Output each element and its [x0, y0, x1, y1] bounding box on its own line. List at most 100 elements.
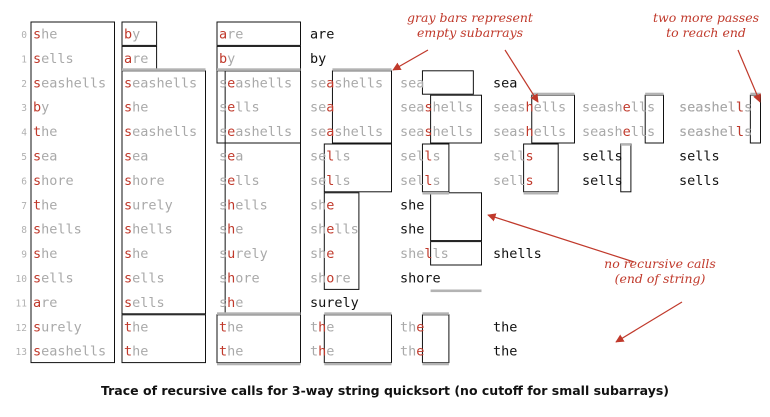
- trace-string: by: [124, 27, 140, 43]
- annotation-arrow: [392, 49, 429, 71]
- trace-string: she: [124, 246, 148, 262]
- trace-string: seashells: [33, 75, 106, 91]
- empty-subarray-bar: [422, 191, 449, 195]
- trace-string: shells: [219, 197, 268, 213]
- trace-string: shore: [400, 271, 441, 287]
- row-index: 2: [21, 79, 27, 90]
- subarray-box: [430, 94, 483, 144]
- row-index: 11: [16, 298, 28, 309]
- trace-string: seashells: [679, 100, 752, 116]
- trace-string: seashells: [219, 75, 292, 91]
- empty-subarray-bar: [620, 143, 631, 146]
- trace-string: the: [493, 344, 517, 360]
- trace-string: the: [219, 344, 243, 360]
- trace-string: are: [310, 27, 334, 43]
- subarray-box: [323, 143, 392, 193]
- subarray-boxes: [30, 21, 761, 364]
- trace-string: seashells: [679, 100, 752, 116]
- subarray-box: [121, 21, 158, 46]
- trace-string: seashells: [400, 100, 473, 116]
- empty-subarray-bar: [430, 289, 482, 293]
- trace-string: seashells: [582, 100, 655, 116]
- trace-string: sells: [582, 173, 623, 189]
- subarray-box: [121, 314, 206, 364]
- trace-string: sells: [400, 149, 441, 165]
- trace-string: sea: [493, 75, 517, 91]
- trace-string: surely: [219, 246, 268, 262]
- trace-string: surely: [33, 319, 82, 335]
- annotation-arrows: [392, 49, 761, 343]
- trace-string: seashells: [679, 124, 752, 140]
- trace-string: sells: [310, 149, 351, 165]
- empty-subarray-bar: [217, 312, 301, 315]
- subarray-box: [216, 21, 301, 46]
- empty-subarray-bar: [645, 92, 664, 96]
- row-index: 4: [21, 128, 27, 139]
- trace-string: she: [219, 222, 243, 238]
- subarray-box: [430, 192, 483, 242]
- trace-string: seashells: [493, 124, 566, 140]
- trace-string: she: [310, 197, 334, 213]
- trace-string: seashells: [124, 75, 197, 91]
- trace-string: sells: [124, 295, 165, 311]
- trace-string: sea: [33, 149, 57, 165]
- empty-subarray-bar: [324, 362, 392, 366]
- row-index: 13: [16, 347, 27, 358]
- subarray-box: [30, 21, 115, 364]
- trace-string: the: [310, 344, 334, 360]
- empty-subarray-bar: [750, 92, 761, 96]
- annotation-arrow: [487, 213, 635, 263]
- trace-string: she: [219, 295, 243, 311]
- row-index: 3: [21, 103, 27, 114]
- trace-string: sea: [219, 149, 243, 165]
- trace-string: the: [124, 344, 148, 360]
- trace-string: sells: [310, 173, 351, 189]
- trace-string: shells: [493, 246, 542, 262]
- trace-string: seashells: [124, 124, 197, 140]
- trace-string: the: [400, 319, 424, 335]
- trace-string: shore: [124, 173, 165, 189]
- trace-string: sea: [400, 75, 424, 91]
- trace-string: shore: [219, 271, 260, 287]
- annotation-arrow: [504, 49, 539, 103]
- trace-string: the: [33, 124, 57, 140]
- row-index: 9: [21, 250, 27, 261]
- row-index: 1: [21, 54, 27, 65]
- subarray-box: [421, 314, 450, 364]
- trace-string: the: [493, 319, 517, 335]
- empty-subarray-bar: [422, 362, 449, 366]
- trace-string: the: [124, 319, 148, 335]
- trace-string: sells: [33, 51, 74, 67]
- trace-string: seashells: [219, 124, 292, 140]
- subarray-box: [523, 143, 559, 193]
- trace-string: sells: [679, 173, 720, 189]
- subarray-box: [421, 70, 474, 95]
- trace-string: sells: [493, 149, 534, 165]
- trace-string: she: [33, 27, 57, 43]
- trace-string: shells: [310, 222, 359, 238]
- trace-string: are: [219, 27, 243, 43]
- trace-string: sells: [493, 173, 534, 189]
- trace-string: sells: [219, 173, 260, 189]
- trace-string: she: [400, 197, 424, 213]
- row-index: 7: [21, 201, 27, 212]
- empty-subarray-bar: [122, 68, 206, 71]
- trace-string: shells: [400, 246, 449, 262]
- trace-string: sells: [219, 100, 260, 116]
- trace-string: the: [400, 344, 424, 360]
- figure-caption: Trace of recursive calls for 3-way strin…: [101, 383, 669, 398]
- trace-string: seashells: [33, 344, 106, 360]
- annotation-no-recursive-calls: no recursive calls(end of string): [604, 256, 716, 286]
- row-index: 10: [16, 274, 28, 285]
- empty-subarray-bar: [332, 68, 392, 71]
- trace-string: sells: [33, 271, 74, 287]
- trace-string: seashells: [310, 124, 383, 140]
- trace-strings: shesellsseashellsbytheseashoretheshellss…: [33, 27, 752, 360]
- empty-subarray-bar: [217, 68, 301, 71]
- empty-subarray-bar: [523, 191, 559, 195]
- trace-string: shore: [33, 173, 74, 189]
- trace-string: surely: [124, 197, 173, 213]
- trace-string: the: [219, 319, 243, 335]
- trace-string: sea: [310, 100, 334, 116]
